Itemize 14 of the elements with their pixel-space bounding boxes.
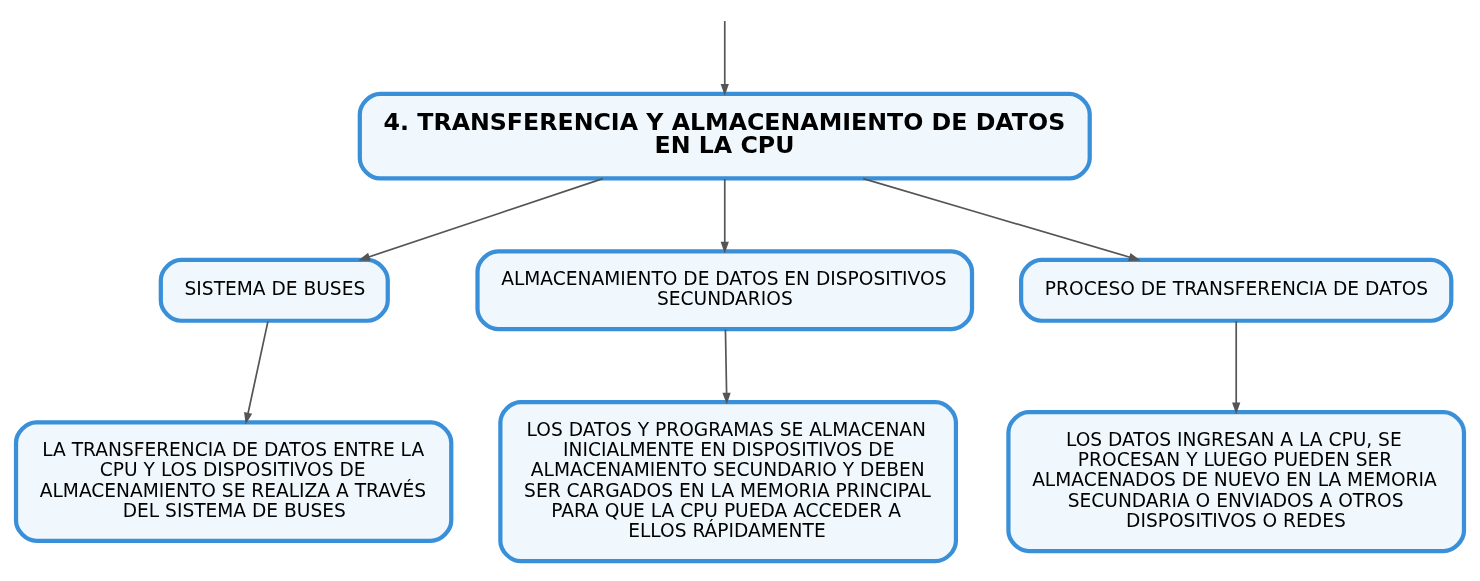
node-box: SISTEMA DE BUSES <box>158 257 390 323</box>
node-box: ALMACENAMIENTO DE DATOS EN DISPOSITIVOS SECUNDARIOS <box>475 249 975 332</box>
node-box: 4. TRANSFERENCIA Y ALMACENAMIENTO DE DATOS EN LA CPU <box>357 91 1092 181</box>
node-box: LOS DATOS Y PROGRAMAS SE ALMACENAN INICIALMENTE EN DISPOSITIVOS DE ALMACENAMIENTO SECUNDARIO Y DEBEN SER CARGADOS EN LA MEMORIA PRINCIPAL PARA QUE LA CPU PUEDA ACCEDER A ELLOS RÁPIDAMENTE <box>498 399 959 564</box>
arrow <box>720 178 729 254</box>
arrow <box>244 320 269 425</box>
arrow <box>358 177 604 261</box>
node-box: LA TRANSFERENCIA DE DATOS ENTRE LA CPU Y LOS DISPOSITIVOS DE ALMACENAMIENTO SE REALIZA A TRAVÉS DEL SISTEMA DE BUSES <box>13 420 454 543</box>
node-box: PROCESO DE TRANSFERENCIA DE DATOS <box>1019 257 1454 323</box>
arrow <box>720 20 729 96</box>
arrow <box>722 328 731 405</box>
arrow <box>1232 320 1241 415</box>
node-box: LOS DATOS INGRESAN A LA CPU, SE PROCESAN Y LUEGO PUEDEN SER ALMACENADOS DE NUEVO EN LA MEMORIA SECUNDARIA O ENVIADOS A OTROS DISPOSITIVOS O REDES <box>1006 410 1467 554</box>
arrow <box>862 177 1141 262</box>
